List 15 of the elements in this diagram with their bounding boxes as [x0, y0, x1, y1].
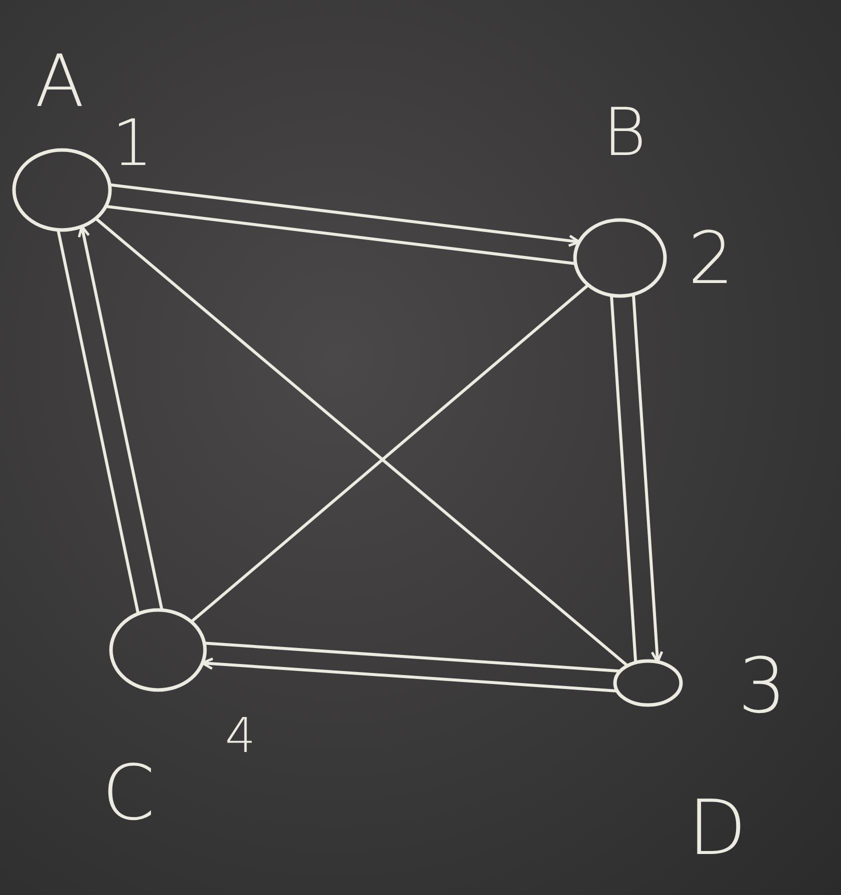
- node-circle: [109, 608, 207, 692]
- node-circle: [613, 659, 683, 707]
- arrow: [108, 183, 581, 247]
- node-circle: [12, 148, 112, 232]
- node-label: D: [688, 790, 747, 866]
- node-circle: [573, 218, 667, 298]
- node-label: C: [102, 755, 156, 831]
- node-label: 4: [225, 712, 256, 760]
- node-label: A: [35, 45, 84, 117]
- node-label: 1: [112, 112, 153, 176]
- node-label: 2: [688, 222, 734, 294]
- node-label: 3: [738, 648, 786, 724]
- arrow: [200, 657, 619, 692]
- node-label: B: [603, 100, 646, 166]
- arrow: [632, 292, 664, 664]
